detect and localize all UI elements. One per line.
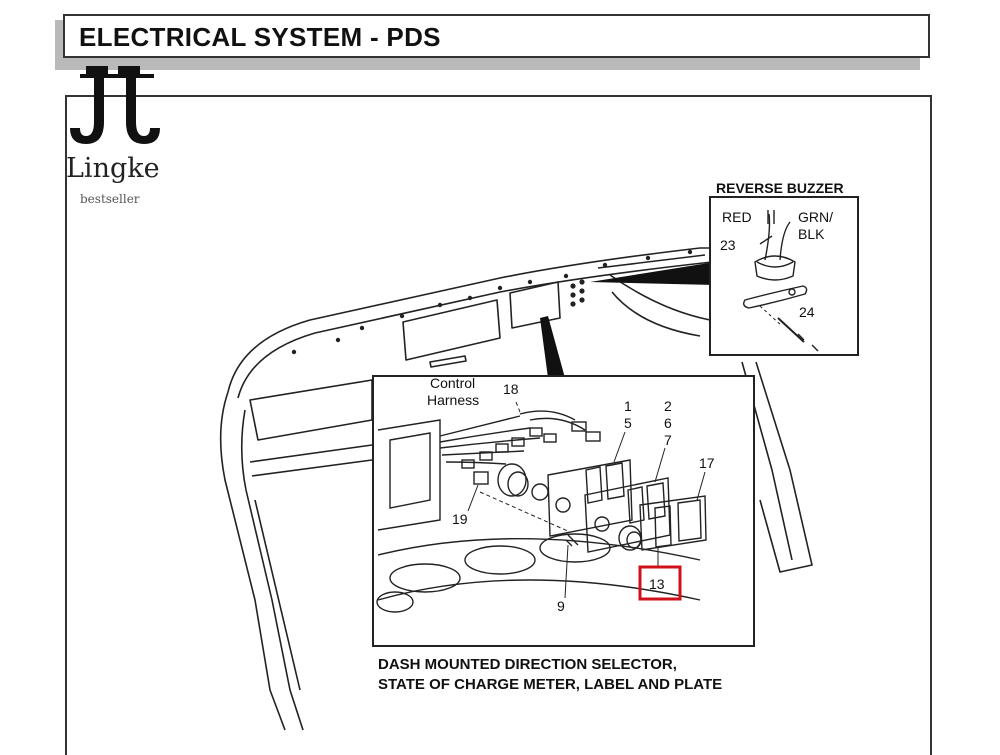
buzzer-inset-box	[709, 196, 859, 356]
main-inset-drawing	[376, 410, 707, 613]
label-18: 18	[503, 381, 519, 397]
caption-line-1: DASH MOUNTED DIRECTION SELECTOR,	[378, 656, 677, 673]
logo-brand: Lingke	[66, 153, 160, 184]
dash-right-outer	[755, 361, 813, 573]
label-23: 23	[720, 237, 736, 253]
dash-rivets	[291, 249, 693, 355]
dash-right-curve	[611, 291, 701, 337]
dash-window-mid	[509, 281, 561, 329]
label-24: 24	[799, 304, 815, 320]
dash-top-outer	[227, 247, 715, 393]
label-1: 1	[624, 398, 632, 414]
buzzer-title: REVERSE BUZZER	[716, 180, 844, 196]
dash-top-inner	[237, 261, 713, 399]
label-2: 2	[664, 398, 672, 414]
label-13: 13	[649, 576, 665, 592]
logo-bar	[80, 74, 154, 78]
main-inset-leaders	[479, 401, 571, 533]
logo-j-left	[70, 66, 108, 144]
label-5: 5	[624, 415, 632, 431]
logo-tagline: bestseller	[80, 192, 140, 206]
dash-recess	[249, 379, 373, 441]
label-7: 7	[664, 432, 672, 448]
pointer-main	[540, 316, 565, 378]
diagram-frame	[65, 95, 932, 755]
pointer-buzzer	[590, 262, 715, 285]
label-control: Control	[430, 375, 475, 391]
dash-lower-lip	[249, 444, 373, 463]
label-9: 9	[557, 598, 565, 614]
dash-slot	[429, 355, 467, 368]
label-19: 19	[452, 511, 468, 527]
dash-left-edge	[254, 499, 301, 691]
main-inset-pointers	[467, 431, 706, 599]
diagram-caption: DASH MOUNTED DIRECTION SELECTOR, STATE O…	[378, 655, 722, 695]
dash-window-left	[402, 299, 501, 361]
page-title: ELECTRICAL SYSTEM - PDS	[79, 22, 441, 52]
dash-lower-lip2	[251, 459, 373, 477]
header-bar: ELECTRICAL SYSTEM - PDS	[63, 14, 930, 58]
label-blk: BLK	[798, 226, 825, 242]
dash-left-outer	[219, 391, 286, 731]
label-harness: Harness	[427, 392, 479, 408]
buzzer-drawing	[742, 210, 819, 352]
logo-monogram: JL	[70, 66, 160, 144]
part-13-highlight	[638, 565, 682, 601]
label-grn: GRN/	[798, 209, 833, 225]
caption-line-2: STATE OF CHARGE METER, LABEL AND PLATE	[378, 676, 723, 693]
label-17: 17	[699, 455, 715, 471]
buzzer-leader	[759, 305, 783, 327]
label-6: 6	[664, 415, 672, 431]
dash-left-inner	[240, 409, 304, 731]
dash-window-right	[597, 254, 706, 269]
logo-j-right	[118, 66, 160, 144]
label-red: RED	[722, 209, 752, 225]
